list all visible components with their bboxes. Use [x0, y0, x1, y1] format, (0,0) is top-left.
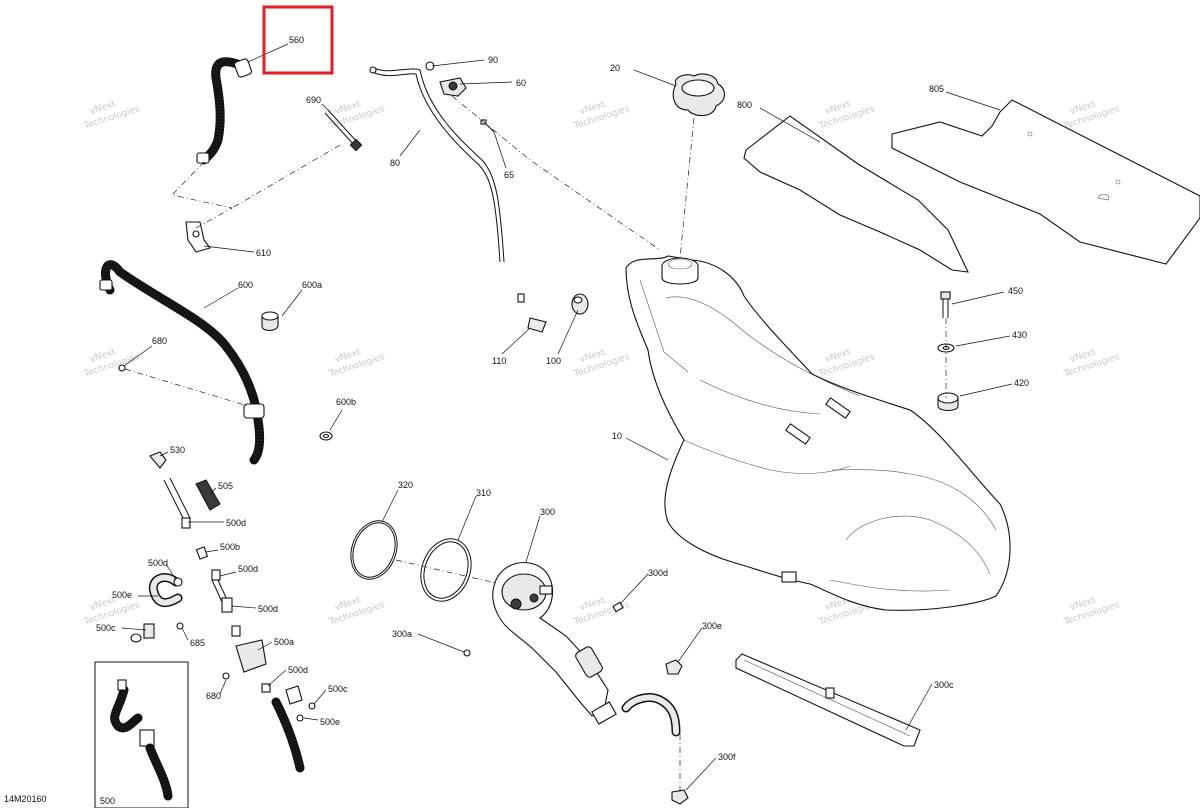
- callout-500c-2[interactable]: 500c: [328, 684, 348, 694]
- callout-610[interactable]: 610: [256, 248, 271, 258]
- part-80-rod[interactable]: [369, 66, 505, 263]
- part-300a-nut[interactable]: [463, 649, 471, 657]
- callout-65[interactable]: 65: [504, 170, 514, 180]
- callout-690[interactable]: 690: [306, 95, 321, 105]
- part-560-hose[interactable]: [196, 57, 253, 165]
- part-310-ring[interactable]: [413, 532, 480, 609]
- part-690-screw[interactable]: [324, 109, 363, 152]
- callout-430[interactable]: 430: [1012, 330, 1027, 340]
- part-610-clip[interactable]: [185, 221, 211, 253]
- callout-505[interactable]: 505: [218, 481, 233, 491]
- callout-320[interactable]: 320: [398, 480, 413, 490]
- callout-500a[interactable]: 500a: [274, 637, 294, 647]
- callout-420[interactable]: 420: [1014, 378, 1029, 388]
- part-500e-hose[interactable]: [148, 573, 183, 607]
- highlight-box-560: [262, 5, 334, 75]
- part-420-grommet[interactable]: [937, 392, 959, 412]
- callout-300d[interactable]: 300d: [648, 568, 668, 578]
- callout-805[interactable]: 805: [929, 84, 944, 94]
- callout-560[interactable]: 560: [289, 35, 304, 45]
- callout-500d-5[interactable]: 500d: [288, 665, 308, 675]
- part-60-valve[interactable]: [439, 77, 467, 97]
- part-450-bolt[interactable]: [940, 291, 951, 318]
- callout-500d-3[interactable]: 500d: [238, 564, 258, 574]
- callout-20[interactable]: 20: [610, 63, 620, 73]
- part-800-pad[interactable]: [743, 115, 969, 273]
- fuel-line-tube[interactable]: [163, 477, 316, 773]
- part-100-cap[interactable]: [571, 293, 589, 315]
- callout-300f[interactable]: 300f: [718, 752, 736, 762]
- part-500c-clamp[interactable]: [130, 622, 230, 680]
- part-300c-guard[interactable]: [735, 653, 921, 747]
- callout-310[interactable]: 310: [476, 488, 491, 498]
- callout-600a[interactable]: 600a: [302, 280, 322, 290]
- callout-450[interactable]: 450: [1008, 286, 1023, 296]
- diagram-code: 14M20160: [4, 794, 47, 804]
- callout-60[interactable]: 60: [516, 78, 526, 88]
- part-680-clamp[interactable]: [118, 364, 126, 372]
- part-300e-nut[interactable]: [665, 659, 683, 675]
- part-20-filler-cap[interactable]: [672, 73, 726, 117]
- inset-500-assembly[interactable]: [94, 661, 189, 808]
- callout-90[interactable]: 90: [488, 55, 498, 65]
- callout-800[interactable]: 800: [737, 100, 752, 110]
- callout-500c-1[interactable]: 500c: [96, 623, 116, 633]
- part-600-hose[interactable]: [99, 260, 265, 465]
- callout-500-inset[interactable]: 500: [100, 796, 115, 806]
- part-300-fuel-pump[interactable]: [492, 562, 681, 737]
- callout-680-2[interactable]: 680: [206, 691, 221, 701]
- leader-lines: [121, 43, 1013, 791]
- callout-300[interactable]: 300: [540, 507, 555, 517]
- part-600a-sleeve[interactable]: [261, 311, 279, 332]
- part-110-elbow[interactable]: [517, 293, 547, 333]
- callout-500e-2[interactable]: 500e: [320, 717, 340, 727]
- part-300f-nut[interactable]: [671, 789, 689, 805]
- callout-labels: 560 90 60 20 800 805 690 80 65 610 600 6…: [96, 35, 1029, 806]
- callout-300c[interactable]: 300c: [934, 680, 954, 690]
- callout-80[interactable]: 80: [390, 158, 400, 168]
- callout-110[interactable]: 110: [492, 356, 506, 366]
- part-505-sleeve[interactable]: [195, 479, 221, 511]
- callout-530[interactable]: 530: [170, 445, 185, 455]
- callout-500b[interactable]: 500b: [220, 542, 240, 552]
- callout-100[interactable]: 100: [546, 356, 561, 366]
- part-300d-screw[interactable]: [612, 601, 624, 613]
- callout-500d-1[interactable]: 500d: [226, 518, 246, 528]
- callout-300e[interactable]: 300e: [702, 621, 722, 631]
- callout-600b[interactable]: 600b: [336, 397, 356, 407]
- part-805-pad[interactable]: [891, 99, 1200, 265]
- callout-300a[interactable]: 300a: [392, 629, 412, 639]
- callout-500e-1[interactable]: 500e: [112, 590, 132, 600]
- callout-685[interactable]: 685: [190, 638, 205, 648]
- part-320-ring[interactable]: [343, 514, 405, 585]
- callout-500d-2[interactable]: 500d: [148, 558, 168, 568]
- callout-500d-4[interactable]: 500d: [258, 604, 278, 614]
- part-530-fitting[interactable]: [149, 451, 167, 469]
- callout-600[interactable]: 600: [238, 280, 253, 290]
- callout-10[interactable]: 10: [612, 431, 622, 441]
- part-10-fuel-tank[interactable]: [625, 255, 1011, 611]
- callout-680[interactable]: 680: [152, 336, 167, 346]
- part-600b-washer[interactable]: [319, 431, 333, 441]
